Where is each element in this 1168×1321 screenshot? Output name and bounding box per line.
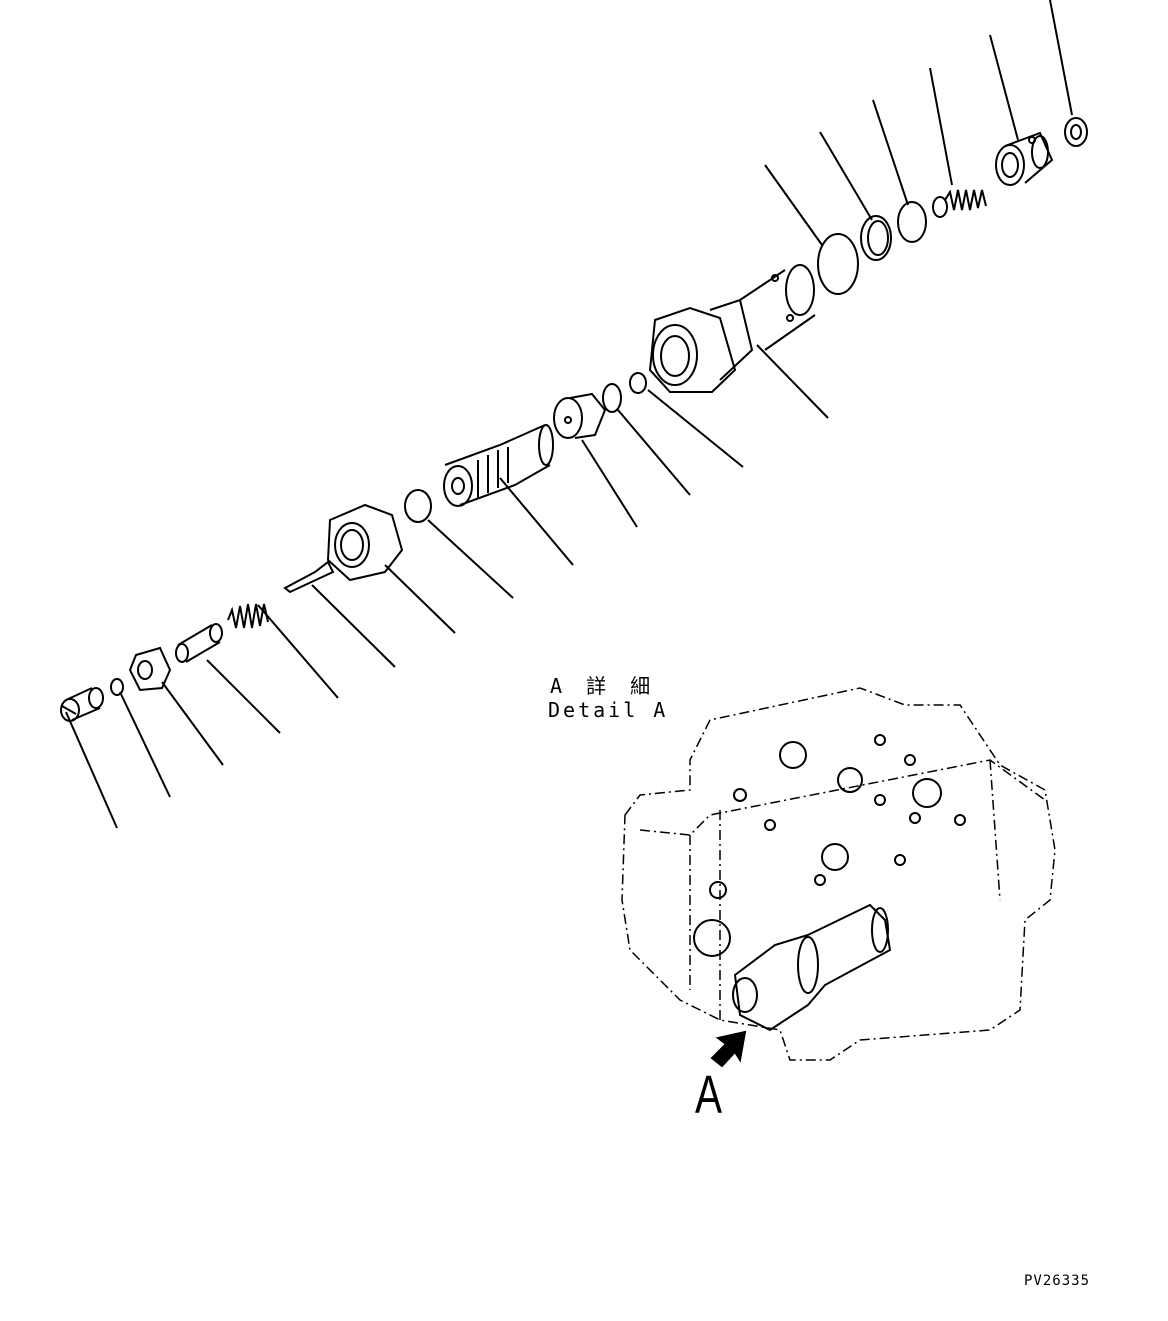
valve-block-assembly bbox=[621, 687, 1056, 1061]
piston-part bbox=[175, 623, 223, 663]
leader-line bbox=[161, 681, 224, 766]
poppet-part bbox=[283, 560, 335, 594]
leader-line bbox=[499, 477, 574, 566]
adjust-screw-part bbox=[443, 424, 554, 507]
sleeve-part bbox=[995, 131, 1054, 186]
leader-line bbox=[65, 711, 118, 829]
relief-valve-installed bbox=[732, 903, 892, 1032]
leader-line bbox=[257, 604, 339, 699]
leader-line bbox=[819, 131, 873, 221]
backup-ring-part bbox=[602, 383, 622, 413]
o-ring-part bbox=[897, 201, 927, 243]
nut-part bbox=[128, 646, 172, 692]
detail-label-english: Detail A bbox=[548, 698, 669, 722]
backup-ring-part bbox=[860, 215, 892, 261]
leader-line bbox=[756, 344, 829, 419]
view-marker-label: A bbox=[695, 1065, 723, 1125]
valve-body-part bbox=[648, 264, 816, 393]
leader-line bbox=[206, 659, 281, 734]
o-ring-part bbox=[629, 372, 647, 394]
o-ring-part bbox=[817, 233, 859, 295]
washer-part bbox=[1064, 117, 1088, 147]
locknut-part bbox=[326, 503, 404, 582]
leader-lines bbox=[65, 0, 1073, 829]
leader-line bbox=[647, 389, 744, 468]
drawing-code: PV26335 bbox=[1024, 1273, 1091, 1289]
spring-part bbox=[227, 603, 269, 629]
leader-line bbox=[1049, 0, 1073, 116]
o-ring-part bbox=[110, 678, 124, 696]
leader-line bbox=[929, 67, 953, 186]
spring-part bbox=[932, 189, 987, 218]
leader-line bbox=[872, 99, 909, 206]
leader-line bbox=[764, 164, 823, 246]
o-ring-part bbox=[404, 489, 432, 523]
detail-label-japanese: A 詳 細 bbox=[550, 674, 657, 698]
seat-part bbox=[553, 392, 607, 439]
leader-line bbox=[427, 519, 514, 599]
leader-line bbox=[311, 584, 396, 668]
leader-line bbox=[119, 691, 171, 798]
leader-line bbox=[581, 439, 638, 528]
view-arrow-icon bbox=[710, 1030, 747, 1068]
leader-line bbox=[989, 34, 1019, 141]
leader-line bbox=[617, 409, 691, 496]
plug-part bbox=[60, 687, 104, 722]
parts bbox=[60, 117, 1088, 722]
leader-line bbox=[384, 564, 456, 634]
